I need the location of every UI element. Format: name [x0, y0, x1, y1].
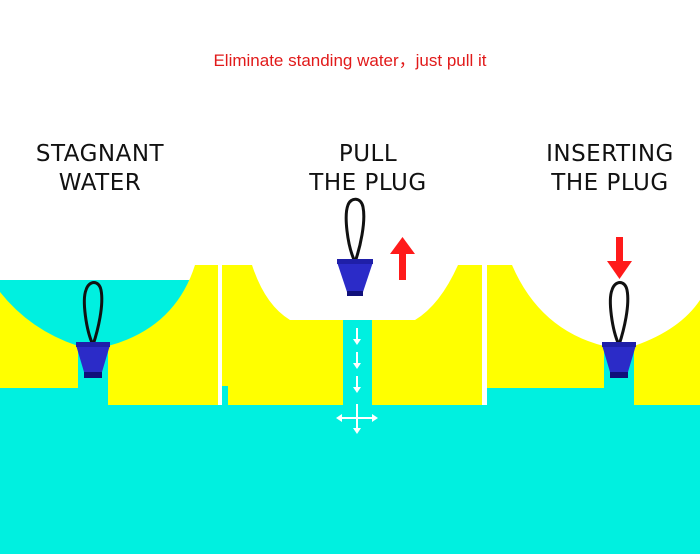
panel-label-pull: PULL THE PLUG	[268, 140, 468, 198]
plug-icon	[337, 197, 373, 296]
hull-left-wall	[222, 265, 343, 405]
arrow-down-icon	[607, 237, 632, 279]
panel-label-line: STAGNANT	[35, 141, 165, 167]
hull-left-wall	[0, 292, 78, 388]
arrow-up-icon	[390, 237, 415, 280]
panel-label-inserting: INSERTING THE PLUG	[510, 140, 700, 198]
hull-gap	[0, 388, 78, 405]
panel-stagnant-water	[0, 265, 218, 405]
panel-label-line: THE PLUG	[551, 170, 669, 196]
outside-water	[0, 405, 700, 554]
hull-gap	[487, 388, 604, 405]
panel-divider	[482, 265, 487, 405]
hull-left-wall	[487, 265, 604, 388]
panel-pull-plug	[222, 197, 482, 434]
plug-icon	[602, 281, 636, 378]
flow-arrows	[336, 328, 378, 434]
plug-icon	[76, 281, 110, 378]
panel-label-line: INSERTING	[546, 141, 674, 167]
panel-label-line: PULL	[338, 141, 398, 167]
panel-divider	[218, 265, 222, 405]
hull-right-wall	[634, 300, 700, 405]
hull-right-wall	[108, 265, 218, 405]
panel-label-stagnant: STAGNANT WATER	[0, 140, 200, 198]
panel-label-line: WATER	[58, 170, 142, 196]
panel-label-line: THE PLUG	[309, 170, 427, 196]
hull-right-wall	[372, 265, 482, 405]
headline: Eliminate standing water，just pull it	[213, 51, 487, 70]
panel-inserting-plug	[487, 237, 700, 405]
hull-bottom-line	[222, 386, 228, 405]
